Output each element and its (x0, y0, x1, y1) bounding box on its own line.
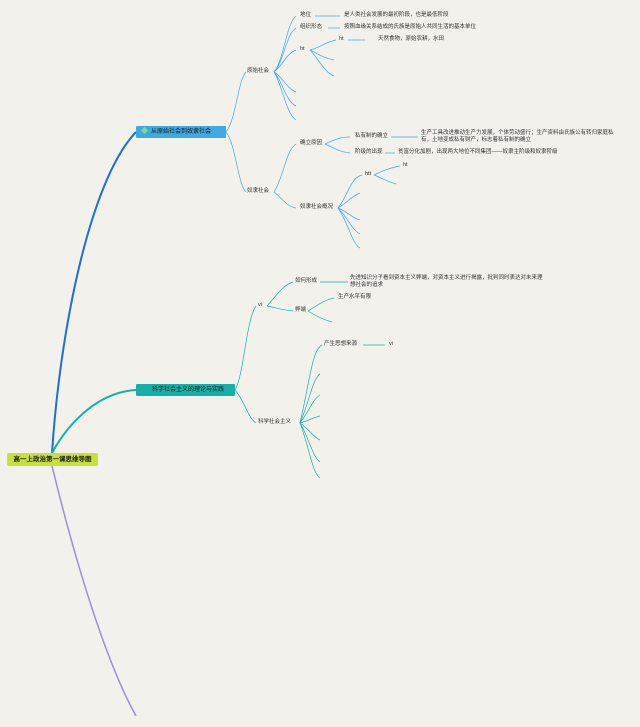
branch-label: 从原始社会到奴隶社会 (151, 129, 212, 135)
node-formation[interactable]: 如何形成 (295, 278, 318, 284)
node-ht-sub[interactable]: ht (339, 36, 344, 42)
node-class-emergence[interactable]: 阶级的出现 (355, 149, 383, 155)
node-primitive-society[interactable]: 原始社会 (247, 68, 270, 74)
node-ht-sub-detail[interactable]: 天然食物，原始农耕，水田 (378, 36, 445, 42)
node-scientific-socialism[interactable]: 科学社会主义 (258, 419, 292, 425)
node-drawback-detail[interactable]: 生产水平有限 (338, 294, 372, 300)
node-organization[interactable]: 组织形态 (300, 24, 323, 30)
branch-node-primitive-to-slave[interactable]: 从原始社会到奴隶社会 (136, 126, 226, 138)
node-private-ownership-detail[interactable]: 生产工具改进推动生产力发展，个体劳动盛行；生产资料由氏族公有转归家庭私有，土地变… (421, 130, 614, 143)
node-ht[interactable]: ht (300, 46, 305, 52)
branch-line-2 (51, 389, 137, 454)
node-htt[interactable]: htt (365, 171, 372, 177)
branch-line-1 (51, 131, 137, 454)
node-status[interactable]: 地位 (300, 12, 312, 18)
branch-node-scientific-socialism[interactable]: 科学社会主义的理论与实践 (136, 384, 235, 396)
node-formation-detail[interactable]: 先进知识分子看到资本主义弊端，对资本主义进行揭露，批判同时表达对未来理想社会的追… (350, 275, 543, 288)
branch-label: 科学社会主义的理论与实践 (152, 387, 225, 393)
branch-line-3 (51, 465, 137, 717)
node-thought-source[interactable]: 产生思想来源 (324, 341, 358, 347)
node-class-emergence-detail[interactable]: 贫富分化加剧，出现两大地位不同集团——奴隶主阶级和奴隶阶级 (398, 149, 558, 155)
node-slave-society[interactable]: 奴隶社会 (247, 188, 270, 194)
root-node[interactable]: 高一上政治第一课思维导图 (7, 453, 98, 466)
gem-icon (140, 126, 149, 135)
node-drawback[interactable]: 弊端 (295, 307, 307, 313)
node-private-ownership[interactable]: 私有制的确立 (355, 133, 389, 139)
node-status-detail[interactable]: 是人类社会发展的最初阶段，也是最低阶段 (344, 12, 449, 18)
node-htt-sub[interactable]: ht (403, 162, 408, 168)
node-establish-reason[interactable]: 确立原因 (300, 140, 323, 146)
node-thought-source-detail[interactable]: vi (389, 341, 393, 347)
node-organization-detail[interactable]: 按照血缘关系结成的氏族是原始人共同生活的基本单位 (344, 24, 477, 30)
node-vi[interactable]: vi (258, 302, 262, 308)
node-slave-overview[interactable]: 奴隶社会概况 (300, 204, 334, 210)
